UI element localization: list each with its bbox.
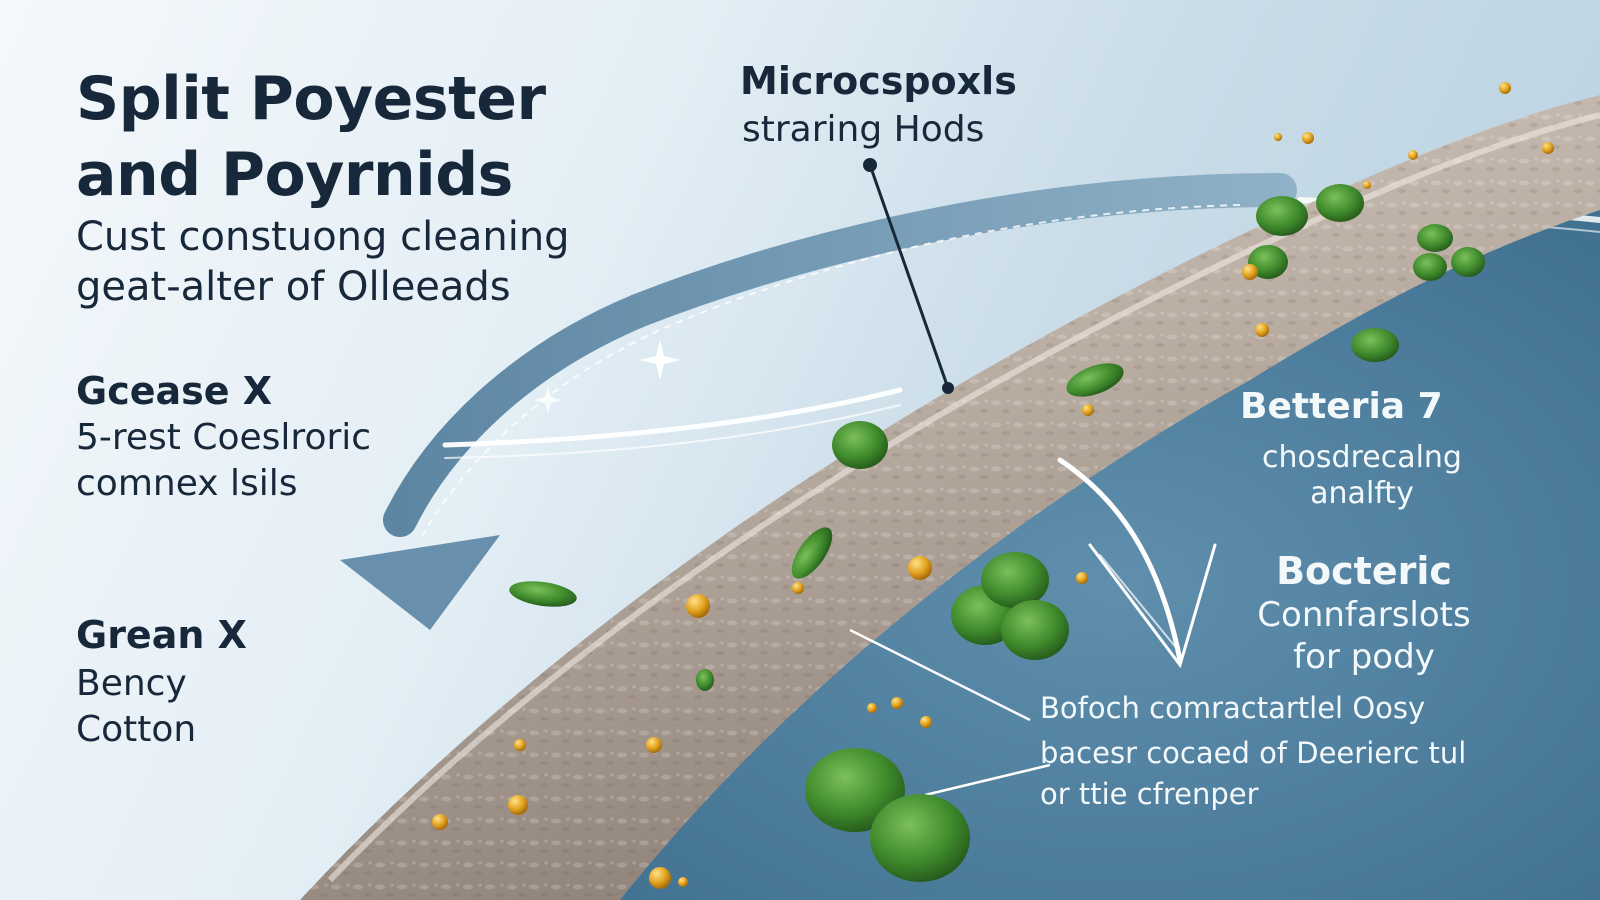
- title-line-1: Split Poyester: [76, 64, 546, 134]
- grease-line-2: comnex lsils: [76, 463, 298, 504]
- title-line-2: and Poyrnids: [76, 140, 513, 210]
- bocteric-line-2: for pody: [1293, 637, 1435, 677]
- callout-lines: [849, 158, 1051, 797]
- green-line-1: Bency: [76, 663, 187, 704]
- sparkle-icon: [534, 340, 680, 414]
- micro-subtitle: straring Hods: [742, 109, 985, 150]
- title-subtitle-line-2: geat-alter of Olleeads: [76, 264, 511, 310]
- grease-line-1: 5-rest Coeslroric: [76, 417, 372, 458]
- fiber-strand: [300, 95, 1600, 900]
- bocteric-line-1: Connfarslots: [1257, 595, 1471, 635]
- green-line-2: Cotton: [76, 709, 197, 750]
- bocteric-heading: Bocteric: [1276, 549, 1452, 593]
- bacteria-caption: chosdrecalng analfty: [1222, 440, 1502, 512]
- bacteria-line-2: analfty: [1310, 476, 1414, 511]
- background-pool: [520, 200, 1600, 900]
- bacteria-heading: Betteria 7: [1240, 386, 1443, 427]
- down-arrow: [1057, 457, 1217, 669]
- note-line-1: Bofoch comractartlel Oosy: [1040, 691, 1426, 725]
- grease-heading: Gcease X: [76, 369, 273, 413]
- grease-droplets: [432, 82, 1554, 889]
- bocteric-caption: Bocteric Connfarslots for pody: [1214, 548, 1514, 678]
- bacteria-line-1: chosdrecalng: [1262, 440, 1462, 475]
- micro-heading: Microcspoxls: [740, 59, 1017, 103]
- bacteria-colonies: [509, 184, 1485, 882]
- note-line-3: or ttie cfrenper: [1040, 777, 1259, 811]
- curved-arrow: [340, 173, 1297, 630]
- title-subtitle-line-1: Cust constuong cleaning: [76, 214, 570, 260]
- green-heading: Grean X: [76, 613, 247, 657]
- note-line-2: bacesr cocaed of Deerierc tul: [1040, 736, 1467, 770]
